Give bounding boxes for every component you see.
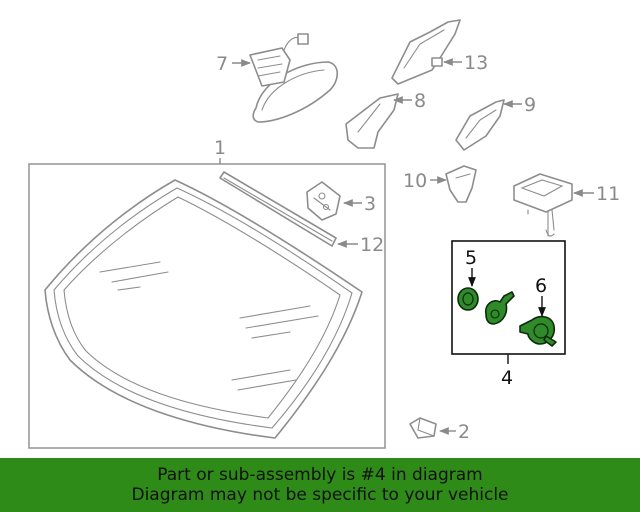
mirror-cover [345,93,399,149]
callout-11: 11 [596,183,620,205]
parts-diagram: 1 12 3 7 13 8 9 [28,19,620,449]
notice-line-2: Diagram may not be specific to your vehi… [131,485,509,505]
part-5-ring [457,287,479,311]
windshield-frame-box [28,163,386,449]
notice-line-1: Part or sub-assembly is #4 in diagram [157,465,483,485]
upper-sensor-cover [391,19,461,85]
sensor-housing [484,291,515,325]
callout-10: 10 [403,170,427,192]
callout-5: 5 [465,247,477,269]
callout-4: 4 [501,367,513,389]
callout-9: 9 [524,94,536,116]
windshield-glass [44,179,363,439]
callout-3: 3 [364,193,376,215]
callout-2: 2 [458,421,470,443]
callout-13: 13 [464,52,488,74]
callout-1: 1 [214,137,226,159]
callout-6: 6 [535,275,547,297]
clip [409,417,437,439]
callout-8: 8 [414,90,426,112]
windshield-assembly [28,163,386,449]
callout-12: 12 [360,234,384,256]
mount-bracket [306,181,341,221]
trim-cover [455,99,505,151]
sensor-module-bracket [513,173,573,237]
callout-7: 7 [216,53,228,75]
notice-banner: Part or sub-assembly is #4 in diagram Di… [0,458,640,512]
rearview-mirror [249,33,339,123]
windshield-molding [219,171,337,247]
sensor-cover [445,165,477,203]
sub-assembly-4: 5 6 [451,240,566,355]
